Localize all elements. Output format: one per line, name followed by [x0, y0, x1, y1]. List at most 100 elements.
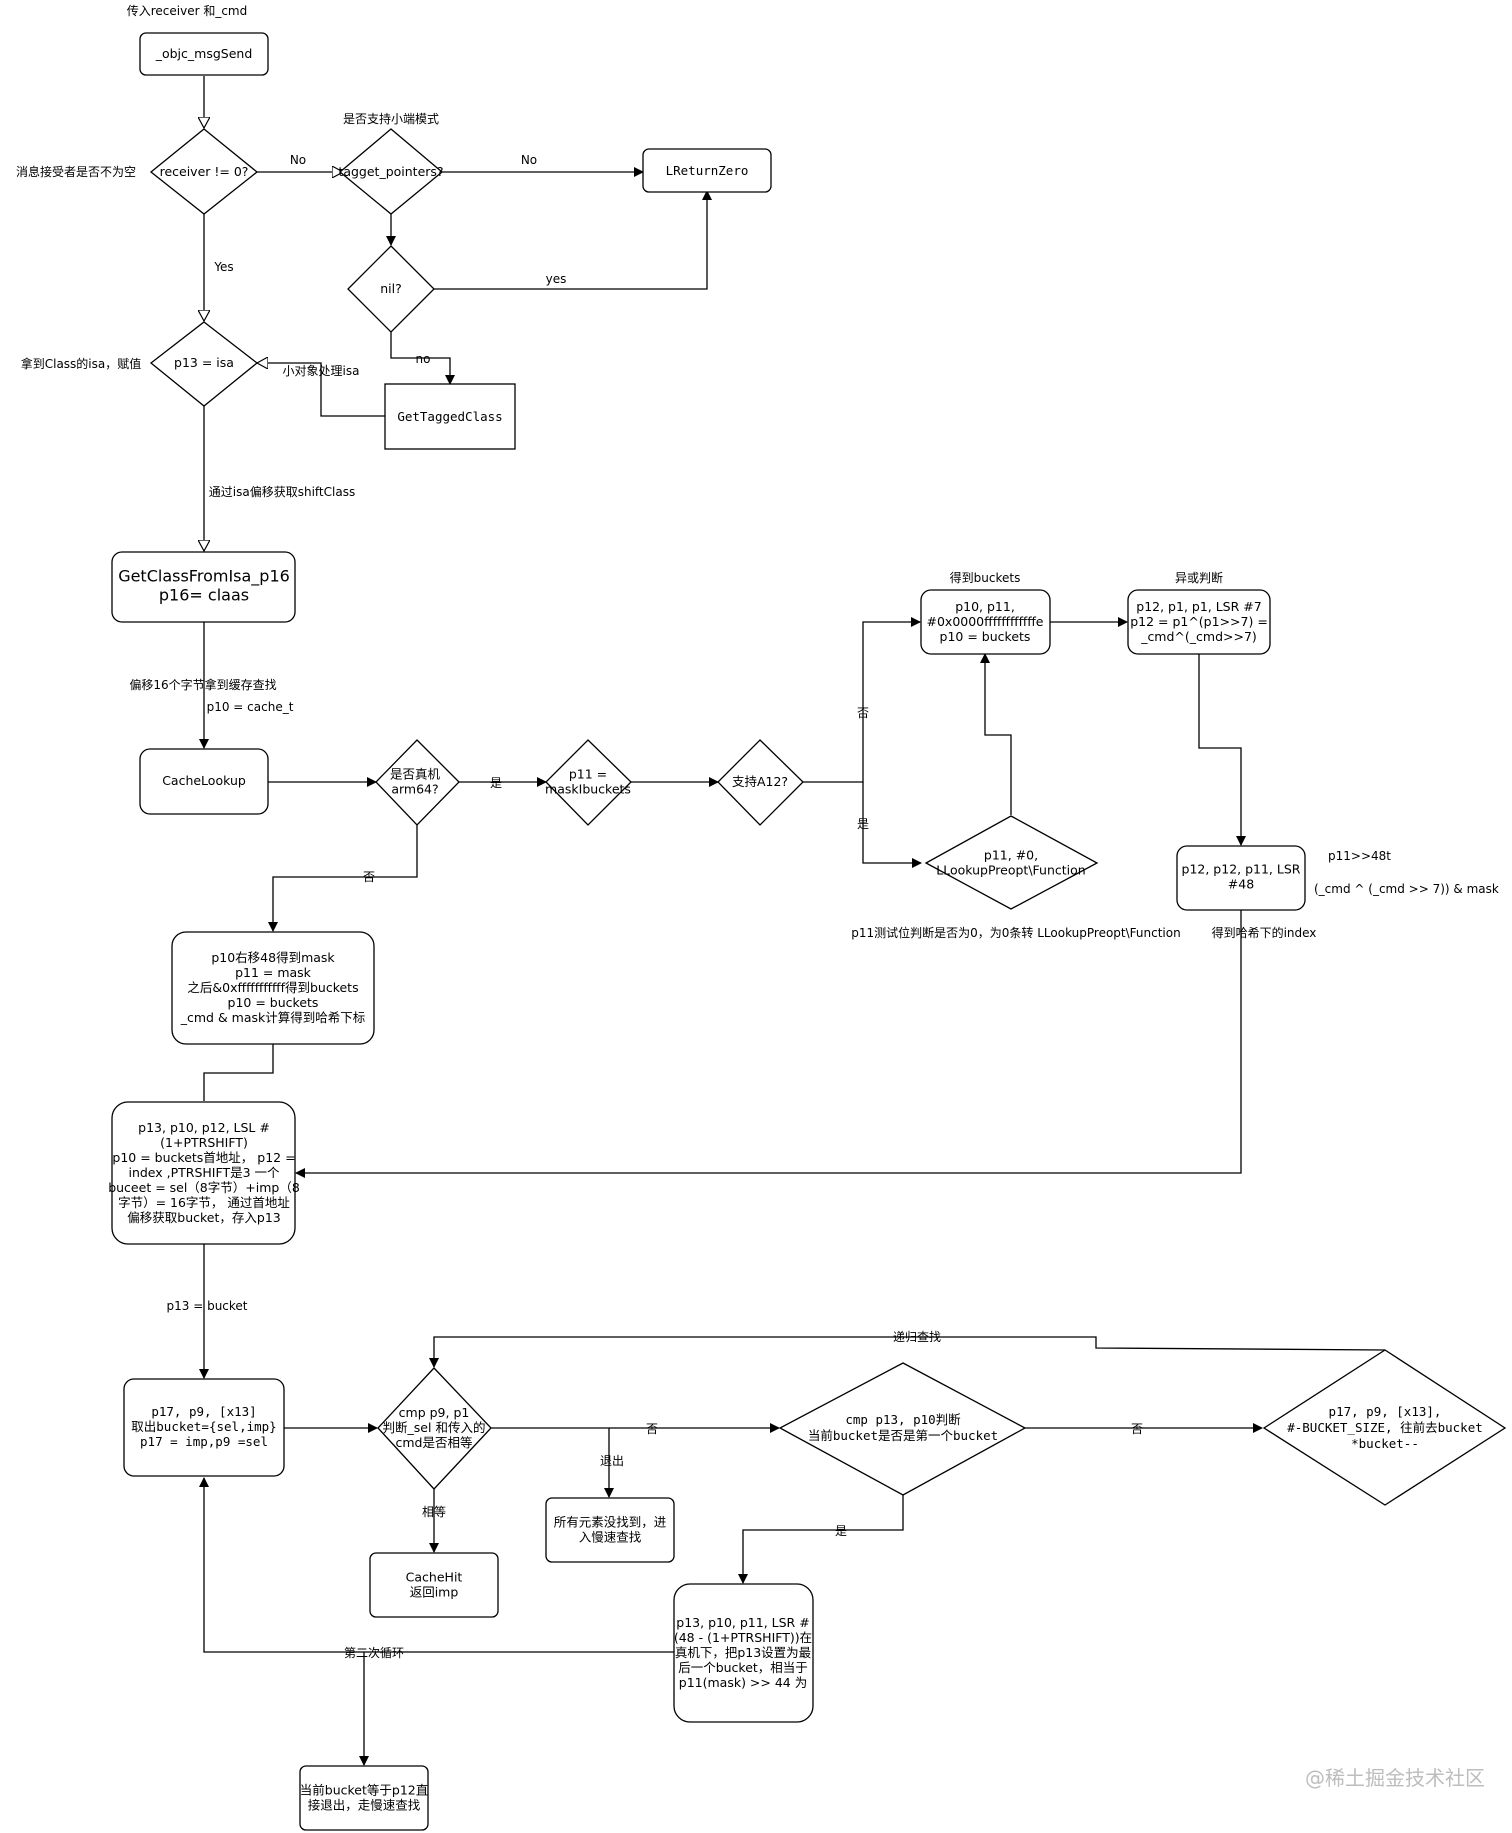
node-text-line: p16= claas	[159, 586, 249, 605]
node-mask-box	[171, 931, 375, 1045]
node-a12-check	[717, 739, 804, 826]
edge-labels: No No yes Yes no 小对象处理isa 通过isa偏移获取shift…	[129, 153, 1143, 1660]
node-text-line: buceet = sel（8字节）+imp（8	[108, 1180, 300, 1195]
node-text-line: p11, #0,	[984, 848, 1038, 863]
node-text-line: p12, p12, p11, LSR	[1182, 862, 1301, 877]
node-cmp-sel	[377, 1367, 492, 1490]
edge-nil-gettaggedclass	[390, 332, 455, 385]
text-lookup-preopt: p11, #0,LLookupPreopt\Function	[936, 848, 1085, 878]
label-yes-receiver: Yes	[213, 260, 233, 274]
node-text-line: 偏移获取bucket，存入p13	[127, 1210, 280, 1225]
node-text-line: p10右移48得到mask	[211, 950, 335, 965]
text-p13-isa: p13 = isa	[174, 355, 234, 370]
node-text-line: #-BUCKET_SIZE, 往前去bucket	[1287, 1420, 1483, 1435]
text-a12-check: 支持A12?	[732, 774, 788, 789]
annot-p11-48t: p11>>48t	[1328, 849, 1391, 863]
node-get-tagged-class	[384, 383, 516, 450]
node-text-line: p13, p10, p12, LSL #	[138, 1120, 270, 1135]
edge-lsr7-lsr48	[1198, 654, 1246, 846]
node-text-line: p17, p9, [x13],	[1329, 1404, 1442, 1419]
node-text-line: *bucket--	[1351, 1436, 1419, 1451]
node-text-line: 当前bucket等于p12直	[300, 1783, 428, 1798]
node-lookup-preopt	[924, 815, 1099, 910]
annot-get-isa: 拿到Class的isa，赋值	[21, 356, 142, 371]
node-text-line: cmp p9, p1	[399, 1405, 470, 1420]
annot-got-buckets: 得到buckets	[950, 570, 1021, 585]
node-text-line: p10, p11,	[955, 599, 1015, 614]
node-text-line: arm64?	[391, 782, 438, 797]
node-text-line: 后一个bucket，相当于	[678, 1660, 808, 1675]
node-text-line: 之后&0xfffffffffff得到buckets	[187, 980, 358, 995]
node-text-line: 返回imp	[410, 1585, 459, 1600]
node-lsr-7	[1127, 589, 1271, 655]
text-equals-p12: 当前bucket等于p12直接退出，走慢速查找	[300, 1783, 428, 1813]
node-text-line: 字节）= 16字节， 通过首地址	[118, 1195, 290, 1210]
label-p10-cache: p10 = cache_t	[207, 700, 294, 714]
text-lsr-48: p12, p12, p11, LSR#48	[1182, 862, 1301, 892]
text-tagged-pointers: tagget_pointers?	[338, 164, 443, 179]
node-receiver-check	[149, 128, 259, 215]
text-lsl-box: p13, p10, p12, LSL #(1+PTRSHIFT)p10 = bu…	[108, 1120, 300, 1225]
label-p13-bucket: p13 = bucket	[167, 1299, 248, 1313]
node-text-line: LReturnZero	[666, 163, 749, 178]
label-tuichu: 退出	[600, 1454, 624, 1468]
node-p11-mask-buckets	[545, 739, 632, 826]
node-return-zero	[642, 148, 772, 193]
node-text-line: tagget_pointers?	[338, 164, 443, 179]
text-ldp-prev: p17, p9, [x13],#-BUCKET_SIZE, 往前去bucket*…	[1287, 1404, 1483, 1451]
node-text-line: GetTaggedClass	[397, 409, 502, 424]
text-receiver-check: receiver != 0?	[160, 164, 249, 179]
node-lsl-box	[111, 1101, 296, 1245]
shapes	[111, 32, 1507, 1831]
node-text-line: p10 = buckets	[228, 995, 319, 1010]
node-text-line: _cmd & mask计算得到哈希下标	[180, 1010, 366, 1025]
node-text-line: CacheLookup	[162, 773, 246, 788]
node-objc-msgsend	[139, 32, 269, 76]
label-fou-cmp: 否	[646, 1422, 658, 1436]
node-text-line: #48	[1228, 877, 1254, 892]
node-text-line: p13 = isa	[174, 355, 234, 370]
text-objc-msgsend: _objc_msgSend	[155, 46, 253, 61]
node-text-line: 入慢速查找	[579, 1530, 642, 1545]
label-shi-first: 是	[835, 1524, 847, 1538]
text-ldp-box: p17, p9, [x13]取出bucket={sel,imp}p17 = im…	[131, 1404, 276, 1449]
label-shift-class: 通过isa偏移获取shiftClass	[209, 484, 355, 499]
edge-nil-returnzero	[434, 190, 712, 290]
label-no-nil: no	[416, 352, 431, 366]
label-small-obj: 小对象处理isa	[283, 364, 360, 378]
node-text-line: CacheHit	[406, 1570, 463, 1585]
node-text-line: p11(mask) >> 44 为	[679, 1675, 807, 1690]
node-arm64-check	[375, 739, 460, 826]
edge-arm64-maskbox	[268, 825, 418, 932]
node-cache-lookup	[139, 748, 269, 815]
node-text-line: 接退出，走慢速查找	[308, 1798, 421, 1813]
text-slow-lookup: 所有元素没找到，进入慢速查找	[554, 1515, 667, 1545]
node-ldp-box	[123, 1378, 285, 1477]
edges	[203, 76, 1386, 1766]
node-text-line: p17 = imp,p9 =sel	[140, 1434, 268, 1449]
edge-ldpprev-cmpsel	[429, 1336, 1386, 1368]
node-nil-check	[347, 245, 435, 333]
text-last-bucket: p13, p10, p11, LSR #(48 - (1+PTRSHIFT))在…	[674, 1615, 812, 1690]
node-text-line: p17, p9, [x13]	[151, 1404, 256, 1419]
annot-test-bit: p11测试位判断是否为0，为0条转 LLookupPreopt\Function	[851, 925, 1180, 940]
node-text-line: 真机下，把p13设置为最	[675, 1645, 812, 1660]
annot-xor-judge: 异或判断	[1175, 570, 1223, 585]
text-cache-lookup: CacheLookup	[162, 773, 246, 788]
label-fou-arm: 否	[363, 870, 375, 884]
edge-maskbox-lslbox	[203, 1044, 274, 1101]
node-text-line: index ,PTRSHIFT是3 一个	[128, 1165, 280, 1180]
node-text-line: cmp p13, p10判断	[845, 1412, 960, 1427]
label-yes-nil: yes	[546, 272, 567, 286]
edge-preopt-buckets	[980, 653, 1012, 815]
annot-receiver-nonnull: 消息接受者是否不为空	[16, 164, 136, 179]
text-p11-mask-buckets: p11 =maskIbuckets	[545, 767, 631, 797]
node-text-line: receiver != 0?	[160, 164, 249, 179]
label-recursive: 递归查找	[893, 1330, 941, 1344]
